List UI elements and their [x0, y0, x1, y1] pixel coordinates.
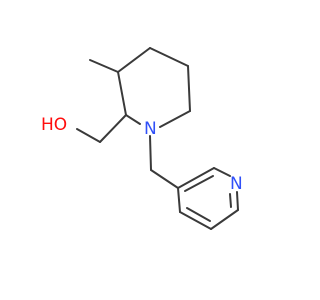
bond-py-c3-c2 — [177, 167, 215, 189]
bond-c4-c5 — [149, 47, 189, 67]
pyridine-ring — [177, 167, 239, 230]
bond-n1-ch2 — [149, 135, 152, 171]
piperidine-ring — [117, 47, 191, 128]
bond-py-c2-n — [213, 167, 231, 177]
bond-c2-c3 — [117, 71, 127, 116]
bond-py-c4-c3 — [177, 187, 181, 213]
bond-c2-ch2 — [99, 114, 127, 143]
bond-n1-c2 — [125, 114, 141, 125]
bond-py-c5-c4-inner — [186, 207, 211, 222]
bond-py-c6-c5 — [210, 209, 239, 230]
bond-py-n-c6 — [236, 191, 239, 211]
bond-c3-c4 — [117, 47, 151, 73]
bond-ch2-o — [76, 128, 101, 143]
pyridine-nitrogen-label: N — [230, 174, 243, 194]
structure-canvas: HO N N — [41, 47, 243, 230]
bond-py-c3-c2-inner — [184, 175, 214, 192]
piperidine-nitrogen-label: N — [144, 119, 157, 139]
molecule-structure: HO N N — [41, 47, 243, 230]
hydroxyl-label: HO — [41, 115, 67, 135]
bond-ch2-pyridine — [150, 169, 179, 189]
bond-methyl — [89, 59, 119, 73]
bond-c6-n1 — [159, 110, 191, 128]
bond-c5-c6 — [187, 65, 191, 112]
bond-py-n-c6-inner — [229, 193, 232, 208]
bond-py-c5-c4 — [179, 211, 212, 230]
